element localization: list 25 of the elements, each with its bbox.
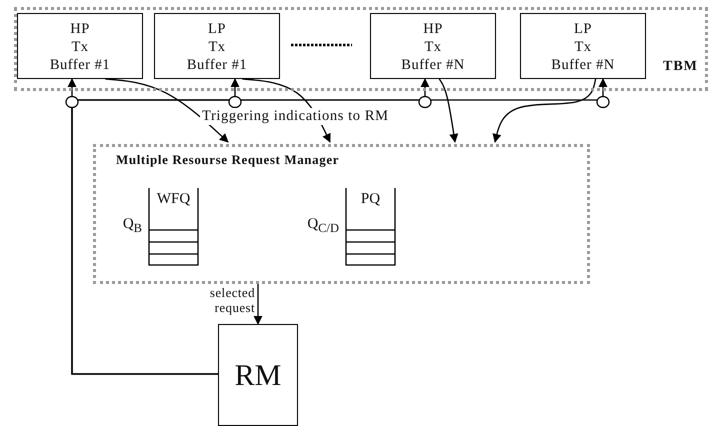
process-label: RM bbox=[234, 359, 282, 393]
arrow bbox=[438, 78, 458, 143]
buffer-box bbox=[520, 13, 646, 79]
dotted-band bbox=[14, 7, 708, 91]
arrow bbox=[105, 78, 229, 143]
buffer-label: HP Tx Buffer #1 bbox=[48, 20, 112, 74]
buffer-box bbox=[370, 13, 496, 79]
arrow bbox=[71, 78, 608, 375]
queue-label: WFQ bbox=[156, 191, 192, 208]
buffer-box bbox=[17, 13, 143, 79]
buffer-label: HP Tx Buffer #N bbox=[400, 20, 466, 74]
band-label: TBM bbox=[663, 59, 698, 75]
dotted-group-box bbox=[93, 144, 590, 284]
buffer-label: LP Tx Buffer #N bbox=[550, 20, 616, 74]
buffer-box bbox=[154, 13, 280, 79]
annotation-text: Triggering indications to RM bbox=[200, 108, 391, 125]
queue-name: Q$_{C/D}$ bbox=[307, 216, 339, 236]
arrow bbox=[254, 284, 262, 325]
arrow bbox=[492, 78, 596, 143]
edge-label: selected request bbox=[208, 285, 255, 315]
buffer-label: LP Tx Buffer #1 bbox=[186, 20, 248, 74]
group-heading: Multiple Resourse Request Manager bbox=[116, 152, 340, 168]
queue-label: PQ bbox=[360, 191, 382, 208]
queue-name: Q$_{B}$ bbox=[122, 216, 142, 236]
process-box bbox=[218, 324, 298, 426]
